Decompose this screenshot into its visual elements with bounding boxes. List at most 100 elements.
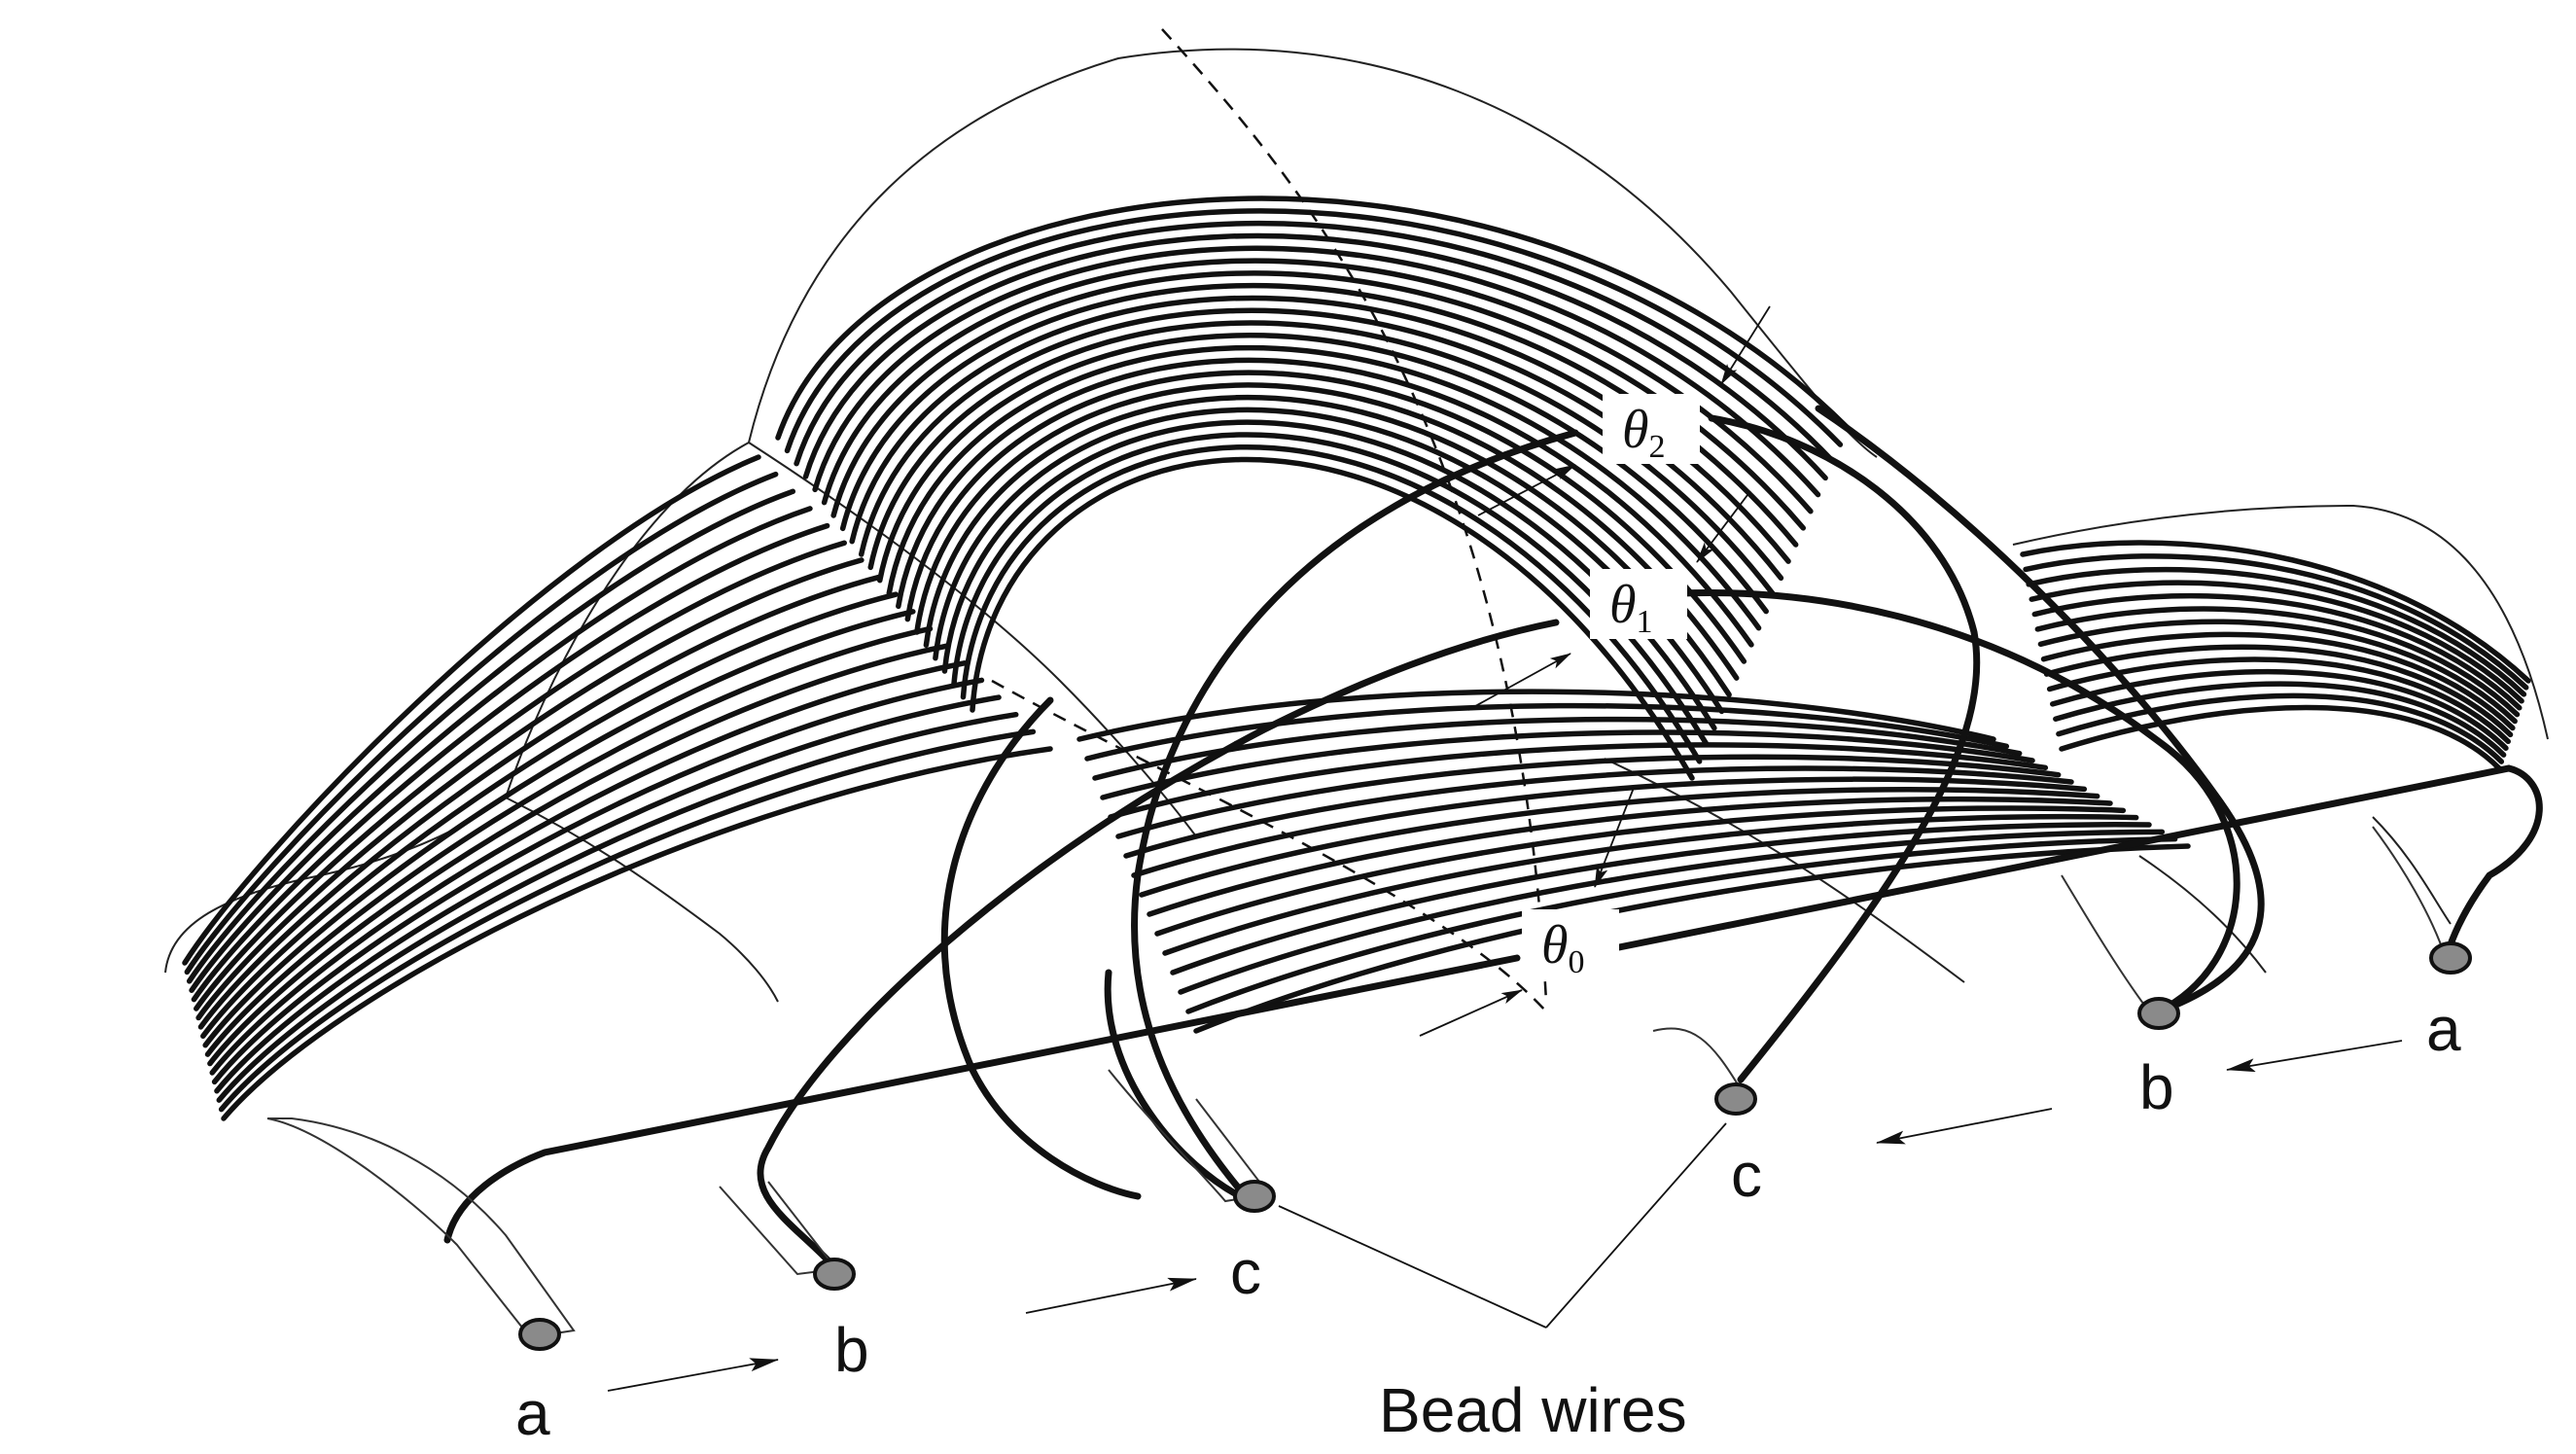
- middle-cord-line: [1076, 689, 1996, 742]
- bead-wires-leaders: [1278, 1122, 1727, 1329]
- crown-cord-line: [904, 370, 1747, 664]
- theta2-label-bg: [1603, 394, 1700, 464]
- crown-cord-lines: [775, 195, 1851, 781]
- crown-cord-line: [821, 258, 1814, 514]
- middle-cord-line: [1131, 776, 2088, 878]
- left-cord-line: [218, 728, 1037, 1113]
- theta1-arrow-bottom: [1467, 653, 1571, 711]
- theta1-label-bg: [1590, 569, 1687, 639]
- middle-cord-line: [1193, 843, 2191, 1034]
- bead-end-b-right: [2137, 997, 2180, 1030]
- right-cord-line: [2043, 644, 2514, 738]
- left-cord-line: [195, 557, 865, 1021]
- right-cord-line: [2053, 681, 2507, 758]
- right-cord-line: [2029, 580, 2524, 704]
- right-surface-outline: [2012, 504, 2549, 740]
- arrow-a-to-b-left: [607, 1358, 779, 1392]
- theta1-label: θ1: [1609, 575, 1653, 640]
- left-cord-line: [204, 625, 934, 1057]
- right-cord-line: [2023, 553, 2529, 691]
- left-cord-line: [211, 677, 985, 1085]
- middle-cord-line: [1084, 702, 2010, 762]
- crown-cord-line: [923, 394, 1732, 698]
- crown-cord-line: [784, 208, 1844, 454]
- theta0-label: θ0: [1541, 915, 1585, 980]
- left-cord-line: [182, 454, 761, 966]
- theta0-arrow-top: [1594, 787, 1635, 888]
- middle-cord-line: [1100, 729, 2035, 800]
- direction-arrows: [607, 1040, 2403, 1392]
- label-b-right: b: [2139, 1052, 2174, 1122]
- right-cord-line: [2037, 619, 2518, 725]
- bead-end-a-right: [2429, 941, 2472, 975]
- leader-right: [1545, 1122, 1727, 1329]
- crown-cord-line: [775, 195, 1851, 441]
- left-cord-line: [209, 660, 968, 1076]
- crown-cord-line: [933, 407, 1725, 715]
- crown-surface-outline: [748, 48, 1878, 458]
- left-cord-line: [186, 488, 796, 984]
- dashed-meridian: [1161, 28, 1548, 1003]
- right-cord-line: [2026, 566, 2527, 697]
- middle-cord-line: [1170, 822, 2152, 975]
- right-cord-line: [2059, 704, 2502, 771]
- label-c-left: c: [1230, 1237, 1261, 1307]
- bead-wire-ends: [518, 941, 2472, 1351]
- middle-cord-line: [1154, 805, 2127, 937]
- crown-cord-line: [960, 443, 1703, 764]
- left-cord-line: [200, 591, 899, 1040]
- left-cord-line: [216, 711, 1019, 1103]
- cord-paths: [443, 405, 2543, 1273]
- right-cord-line: [2050, 668, 2509, 751]
- cord-theta0: [443, 954, 1521, 1244]
- crown-cord-line: [970, 456, 1695, 781]
- crown-cord-line: [830, 270, 1807, 531]
- leader-left: [1278, 1205, 1547, 1329]
- left-cord-line: [202, 609, 916, 1048]
- crown-cord-line: [896, 357, 1754, 648]
- cord-right-large: [1815, 405, 2265, 1015]
- left-cord-line: [214, 694, 1002, 1094]
- crown-cord-line: [886, 344, 1762, 631]
- cord-theta2-right: [1708, 414, 1981, 1083]
- bead-bundles: [266, 826, 2447, 1339]
- crown-cord-line: [941, 419, 1717, 731]
- left-cord-line: [221, 746, 1053, 1121]
- middle-cord-line: [1147, 796, 2113, 917]
- labels: a b c c b a Bead wires: [515, 994, 2461, 1448]
- crown-cord-line: [951, 432, 1710, 748]
- bead-end-c-left: [1233, 1180, 1276, 1213]
- arrow-b-to-c-right: [1876, 1108, 2053, 1145]
- cord-theta1-right: [1644, 589, 2241, 1015]
- left-cord-line: [194, 540, 847, 1011]
- label-a-right: a: [2426, 994, 2461, 1064]
- label-b-left: b: [834, 1315, 869, 1385]
- left-cord-line: [184, 471, 779, 975]
- cord-left-b: [940, 696, 1142, 1200]
- middle-cord-line: [1178, 829, 2166, 995]
- middle-cord-line: [1108, 742, 2049, 820]
- middle-cord-line: [1162, 813, 2139, 956]
- lower-boundary-3: [2372, 816, 2452, 925]
- theta2-arrow-bottom: [1477, 464, 1576, 516]
- crown-cord-line: [794, 220, 1836, 467]
- cord-c-arc: [1131, 429, 1579, 1205]
- left-cord-line: [189, 506, 813, 993]
- bead-wires-label: Bead wires: [1379, 1375, 1687, 1445]
- ridge-line-2: [505, 797, 779, 1003]
- right-cord-line: [2040, 631, 2516, 731]
- cord-left-c: [1104, 969, 1253, 1205]
- left-cord-line: [191, 522, 830, 1003]
- theta0-arrow-bottom: [1419, 989, 1523, 1037]
- bead-end-b-left: [813, 1258, 856, 1291]
- bead-end-a-left: [518, 1318, 561, 1351]
- bead-bundle-b-right: [2061, 874, 2150, 1012]
- bead-end-c-right: [1714, 1082, 1757, 1116]
- bead-bundle-c-right: [1652, 1027, 1742, 1090]
- crown-cord-line: [914, 382, 1740, 681]
- theta0-label-bg: [1522, 909, 1619, 979]
- right-cord-line: [2034, 606, 2521, 718]
- middle-cord-line: [1115, 754, 2062, 839]
- bead-bundle-c-left: [1108, 1069, 1271, 1203]
